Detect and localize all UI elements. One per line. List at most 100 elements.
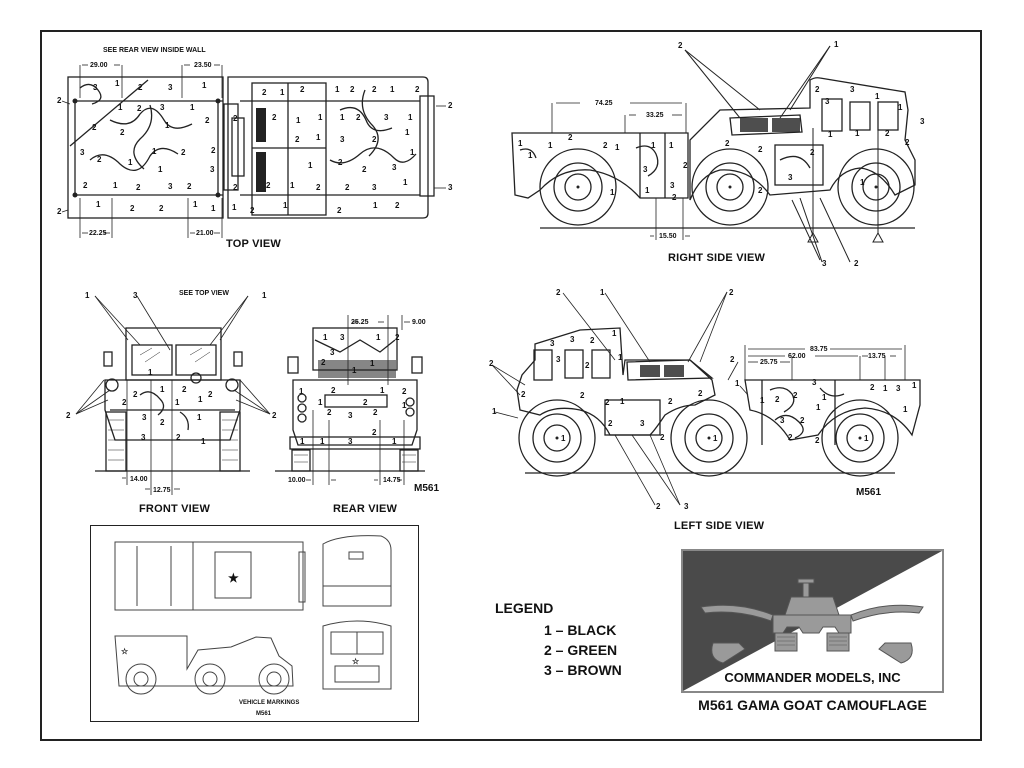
svg-text:2: 2 [331,386,336,395]
rear-view-model-code: M561 [414,483,440,494]
svg-text:2: 2 [338,158,343,167]
left-side-dimension: 62.00 [788,353,806,360]
svg-text:1: 1 [190,103,195,112]
svg-text:1: 1 [323,333,328,342]
svg-text:1: 1 [373,201,378,210]
wheel [821,399,899,477]
rear-view-dimension: 25.25 [351,319,369,326]
svg-text:3: 3 [340,135,345,144]
svg-text:1: 1 [669,141,674,150]
svg-text:1: 1 [822,393,827,402]
svg-text:3: 3 [640,419,645,428]
right-side-callout: 2 [854,259,859,268]
svg-text:3: 3 [812,378,817,387]
svg-text:1: 1 [115,79,120,88]
svg-text:1: 1 [300,437,305,446]
svg-text:1: 1 [903,405,908,414]
svg-text:3: 3 [168,182,173,191]
svg-text:1: 1 [335,85,340,94]
svg-text:3: 3 [210,165,215,174]
svg-text:2: 2 [415,85,420,94]
front-view-dimension: 12.75 [153,487,171,494]
svg-text:1: 1 [615,143,620,152]
svg-text:2: 2 [120,128,125,137]
left-side-dimension: 25.75 [760,359,778,366]
svg-text:1: 1 [340,113,345,122]
right-side-cab-outline [689,77,916,201]
svg-text:1: 1 [612,329,617,338]
svg-text:1: 1 [198,395,203,404]
svg-text:1: 1 [864,434,869,443]
svg-text:1: 1 [645,186,650,195]
left-side-view-title: LEFT SIDE VIEW [674,520,765,532]
svg-text:3: 3 [93,83,98,92]
svg-text:2: 2 [815,436,820,445]
svg-text:1: 1 [158,165,163,174]
wheel [670,399,748,477]
svg-text:1: 1 [828,130,833,139]
svg-text:3: 3 [168,83,173,92]
markings-side-outline [114,635,294,687]
svg-text:1: 1 [148,368,153,377]
armor-insignia-icon [700,578,924,664]
publisher-name: COMMANDER MODELS, INC [724,670,901,685]
svg-text:3: 3 [670,181,675,190]
vehicle-markings-caption: VEHICLE MARKINGS [239,700,300,706]
svg-text:2: 2 [160,418,165,427]
top-view-callout: 2 [57,207,62,216]
svg-text:2: 2 [668,397,673,406]
wheel [518,399,596,477]
svg-text:2: 2 [885,129,890,138]
svg-text:3: 3 [392,163,397,172]
svg-text:2: 2 [345,183,350,192]
legend: LEGEND 1 – BLACK 2 – GREEN 3 – BROWN [495,600,622,680]
svg-text:2: 2 [362,165,367,174]
svg-text:2: 2 [758,145,763,154]
svg-text:1: 1 [152,147,157,156]
svg-text:3: 3 [348,411,353,420]
left-side-callout: 1 [492,407,497,416]
svg-text:1: 1 [211,204,216,213]
top-view-dimension: 29.00 [90,62,108,69]
svg-text:2: 2 [300,85,305,94]
left-side-callout: 2 [729,288,734,297]
vehicle-markings-model-code: M561 [256,711,272,717]
svg-text:1: 1 [518,139,523,148]
svg-text:1: 1 [816,403,821,412]
left-side-callout: 2 [656,502,661,511]
svg-text:2: 2 [136,183,141,192]
svg-text:2: 2 [137,104,142,113]
svg-text:1: 1 [713,434,718,443]
svg-text:3: 3 [80,148,85,157]
svg-text:1: 1 [299,387,304,396]
svg-text:2: 2 [372,85,377,94]
svg-text:1: 1 [193,200,198,209]
svg-text:2: 2 [337,206,342,215]
top-view-callout: 2 [448,101,453,110]
svg-text:2: 2 [683,161,688,170]
svg-text:1: 1 [528,151,533,160]
top-view-dimension: 22.25 [89,230,107,237]
right-side-callout: 1 [834,40,839,49]
svg-text:2: 2 [608,419,613,428]
svg-text:1: 1 [197,413,202,422]
svg-text:1: 1 [290,181,295,190]
svg-text:1: 1 [561,434,566,443]
svg-text:2: 2 [316,183,321,192]
svg-text:1: 1 [651,141,656,150]
svg-text:1: 1 [898,103,903,112]
right-side-bed-outline [511,132,689,199]
svg-text:1: 1 [620,397,625,406]
svg-text:2: 2 [788,433,793,442]
legend-item-green: 2 – GREEN [544,642,618,658]
top-view-title: TOP VIEW [226,238,281,250]
svg-text:3: 3 [384,113,389,122]
legend-title: LEGEND [495,600,554,616]
svg-text:3: 3 [570,335,575,344]
svg-text:2: 2 [775,395,780,404]
svg-text:1: 1 [883,384,888,393]
left-side-view-model-code: M561 [856,487,882,498]
svg-text:2: 2 [698,389,703,398]
